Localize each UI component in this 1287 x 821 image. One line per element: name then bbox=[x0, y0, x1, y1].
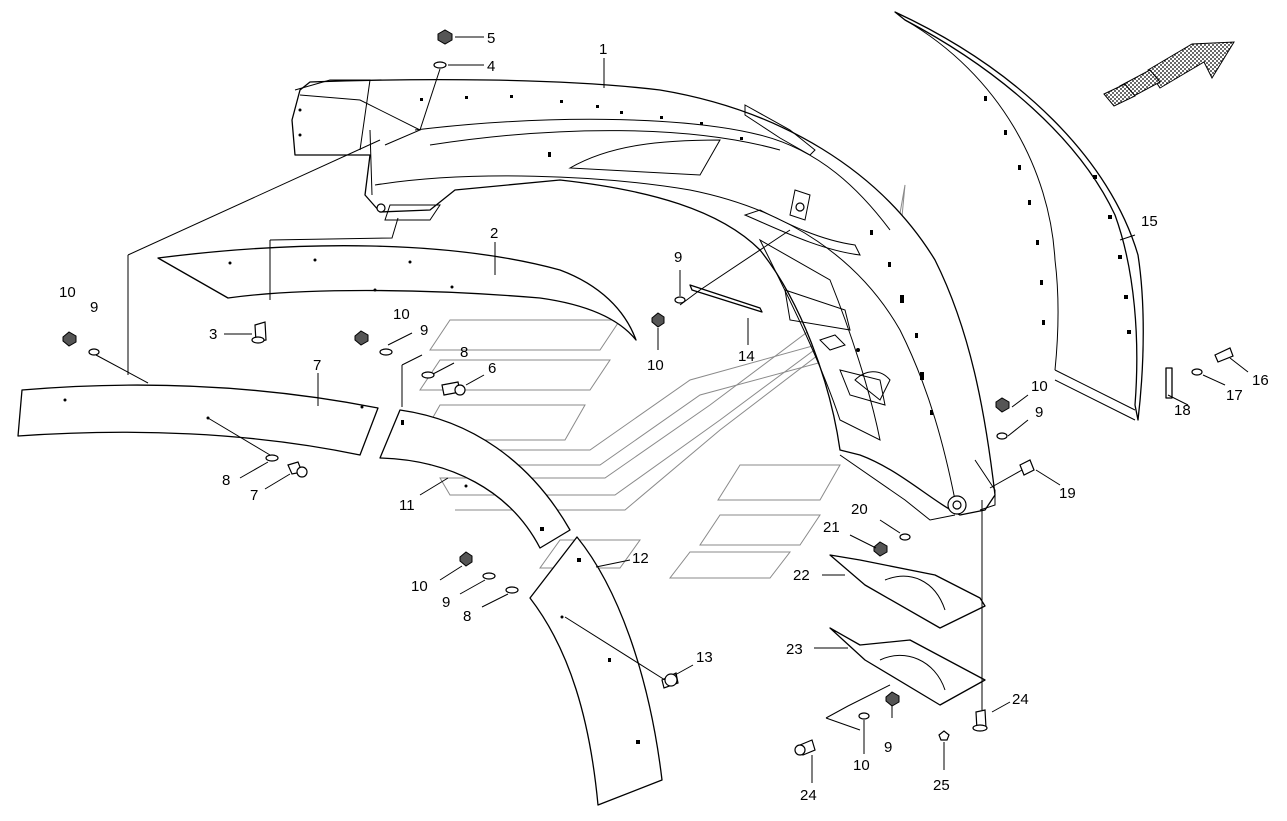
callout-12: 12 bbox=[632, 550, 649, 567]
part-12-mudflap bbox=[529, 536, 663, 806]
callout-8: 8 bbox=[463, 608, 471, 625]
callout-16: 16 bbox=[1252, 372, 1269, 389]
callout-7: 7 bbox=[250, 487, 258, 504]
callout-9: 9 bbox=[1035, 404, 1043, 421]
part-11-strip bbox=[379, 409, 571, 549]
callout-10: 10 bbox=[411, 578, 428, 595]
callout-25: 25 bbox=[933, 777, 950, 794]
callout-9: 9 bbox=[674, 249, 682, 266]
callout-23: 23 bbox=[786, 641, 803, 658]
callout-9: 9 bbox=[90, 299, 98, 316]
part-23-bracket bbox=[829, 627, 986, 706]
part-15-outer-fender bbox=[894, 11, 1144, 421]
part-14-rod bbox=[689, 284, 763, 313]
leader-lines bbox=[95, 36, 1249, 783]
callout-18: 18 bbox=[1174, 402, 1191, 419]
callout-9: 9 bbox=[420, 322, 428, 339]
callout-24: 24 bbox=[1012, 691, 1029, 708]
callout-10: 10 bbox=[853, 757, 870, 774]
callout-10: 10 bbox=[393, 306, 410, 323]
callout-9: 9 bbox=[884, 739, 892, 756]
callout-21: 21 bbox=[823, 519, 840, 536]
callout-11: 11 bbox=[399, 497, 415, 514]
callout-1: 1 bbox=[599, 41, 607, 58]
callout-labels: 5 4 1 2 3 10 9 10 9 8 6 7 8 7 11 12 10 9… bbox=[59, 30, 1269, 804]
callout-4: 4 bbox=[487, 58, 495, 75]
callout-8: 8 bbox=[222, 472, 230, 489]
hardware bbox=[62, 29, 1234, 756]
callout-17: 17 bbox=[1226, 387, 1243, 404]
callout-13: 13 bbox=[696, 649, 713, 666]
callout-3: 3 bbox=[209, 326, 217, 343]
callout-9: 9 bbox=[442, 594, 450, 611]
callout-10: 10 bbox=[1031, 378, 1048, 395]
part-22-bracket bbox=[829, 554, 986, 629]
callout-22: 22 bbox=[793, 567, 810, 584]
callout-10: 10 bbox=[647, 357, 664, 374]
callout-15: 15 bbox=[1141, 213, 1158, 230]
callout-19: 19 bbox=[1059, 485, 1076, 502]
callout-20: 20 bbox=[851, 501, 868, 518]
part-18-plate bbox=[1165, 367, 1173, 399]
callout-24: 24 bbox=[800, 787, 817, 804]
callout-8: 8 bbox=[460, 344, 468, 361]
callout-10: 10 bbox=[59, 284, 76, 301]
callout-2: 2 bbox=[490, 225, 498, 242]
part-2-panel bbox=[157, 245, 637, 341]
callout-14: 14 bbox=[738, 348, 755, 365]
part-6-strip bbox=[17, 384, 379, 456]
part-1-fender-frame bbox=[291, 78, 996, 521]
callout-6: 7 bbox=[313, 357, 321, 374]
forward-direction-arrow-icon bbox=[1103, 41, 1235, 107]
callout-5: 5 bbox=[487, 30, 495, 47]
callout-7: 6 bbox=[488, 360, 496, 377]
